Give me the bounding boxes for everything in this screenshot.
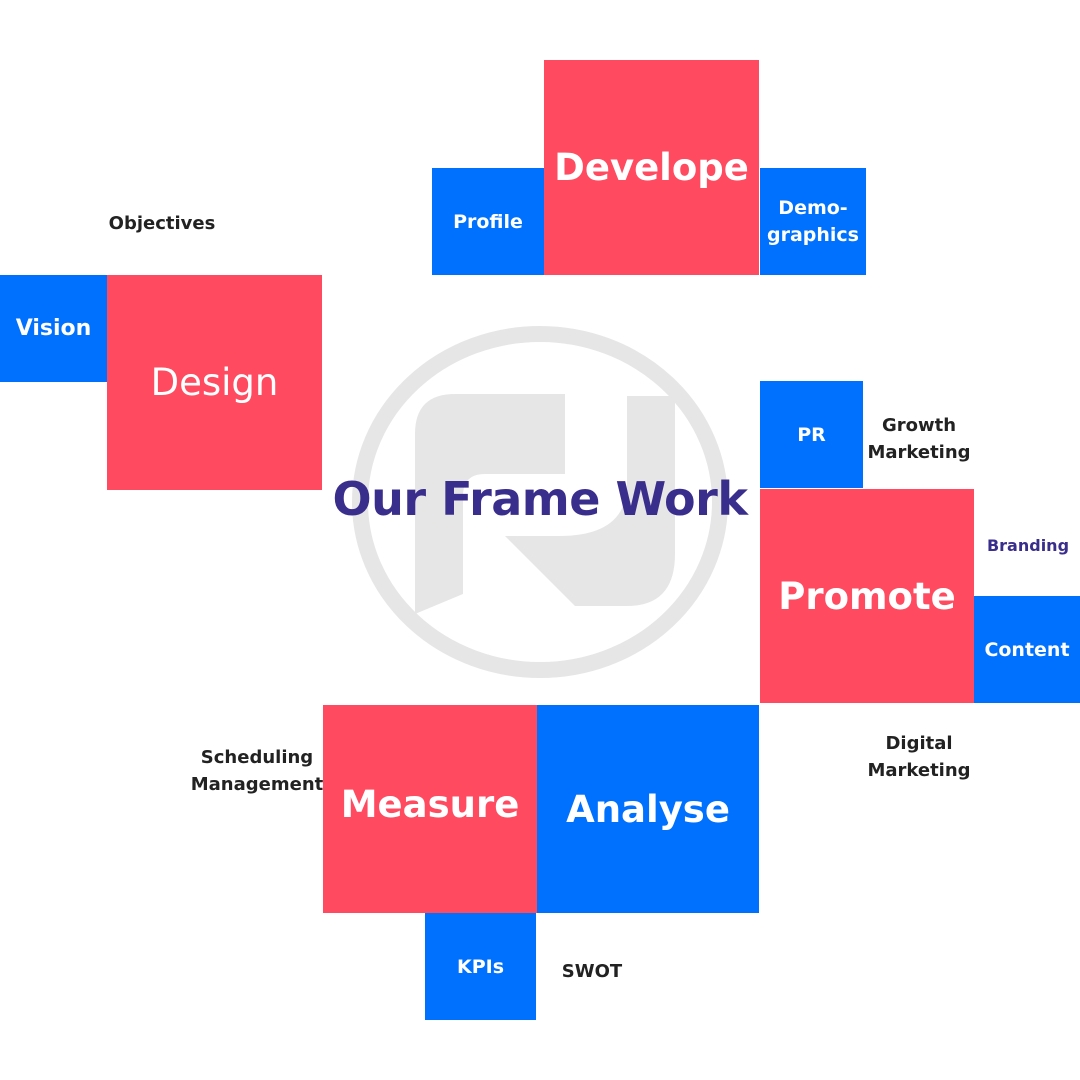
content-box: Content	[974, 596, 1080, 703]
kpis-label: KPIs	[456, 955, 505, 978]
demographics-box: Demo- graphics	[760, 168, 866, 275]
growth-marketing-line1: Growth	[881, 415, 957, 436]
scheduling-management-label: Scheduling Management	[190, 744, 324, 798]
design-box: Design	[107, 275, 322, 490]
scheduling-line1: Scheduling	[200, 747, 314, 768]
develope-box: Develope	[544, 60, 759, 275]
promote-label: Promote	[778, 574, 956, 618]
growth-marketing-label: Growth Marketing	[866, 412, 972, 466]
vision-label: Vision	[15, 316, 92, 341]
design-label: Design	[150, 361, 279, 404]
promote-box: Promote	[760, 489, 974, 703]
pr-box: PR	[760, 381, 863, 488]
branding-label: Branding	[986, 536, 1070, 555]
growth-marketing-line2: Marketing	[867, 442, 971, 463]
digital-marketing-label: Digital Marketing	[866, 730, 972, 784]
digital-marketing-line1: Digital	[885, 733, 953, 754]
swot-label: SWOT	[561, 961, 623, 982]
scheduling-line2: Management	[190, 774, 324, 795]
demographics-label-line2: graphics	[766, 223, 859, 246]
vision-box: Vision	[0, 275, 107, 382]
analyse-label: Analyse	[566, 787, 730, 831]
measure-label: Measure	[340, 783, 520, 826]
profile-box: Profile	[432, 168, 544, 275]
demographics-label-line1: Demo-	[778, 196, 848, 219]
page-title: Our Frame Work	[332, 472, 748, 526]
kpis-box: KPIs	[425, 913, 536, 1020]
profile-label: Profile	[453, 210, 523, 233]
pr-label: PR	[797, 423, 826, 446]
develope-label: Develope	[554, 146, 749, 189]
analyse-box: Analyse	[537, 705, 759, 913]
objectives-label: Objectives	[108, 213, 216, 234]
watermark-logo-icon	[352, 326, 728, 678]
digital-marketing-line2: Marketing	[867, 760, 971, 781]
content-label: Content	[984, 638, 1070, 661]
measure-box: Measure	[323, 705, 537, 913]
